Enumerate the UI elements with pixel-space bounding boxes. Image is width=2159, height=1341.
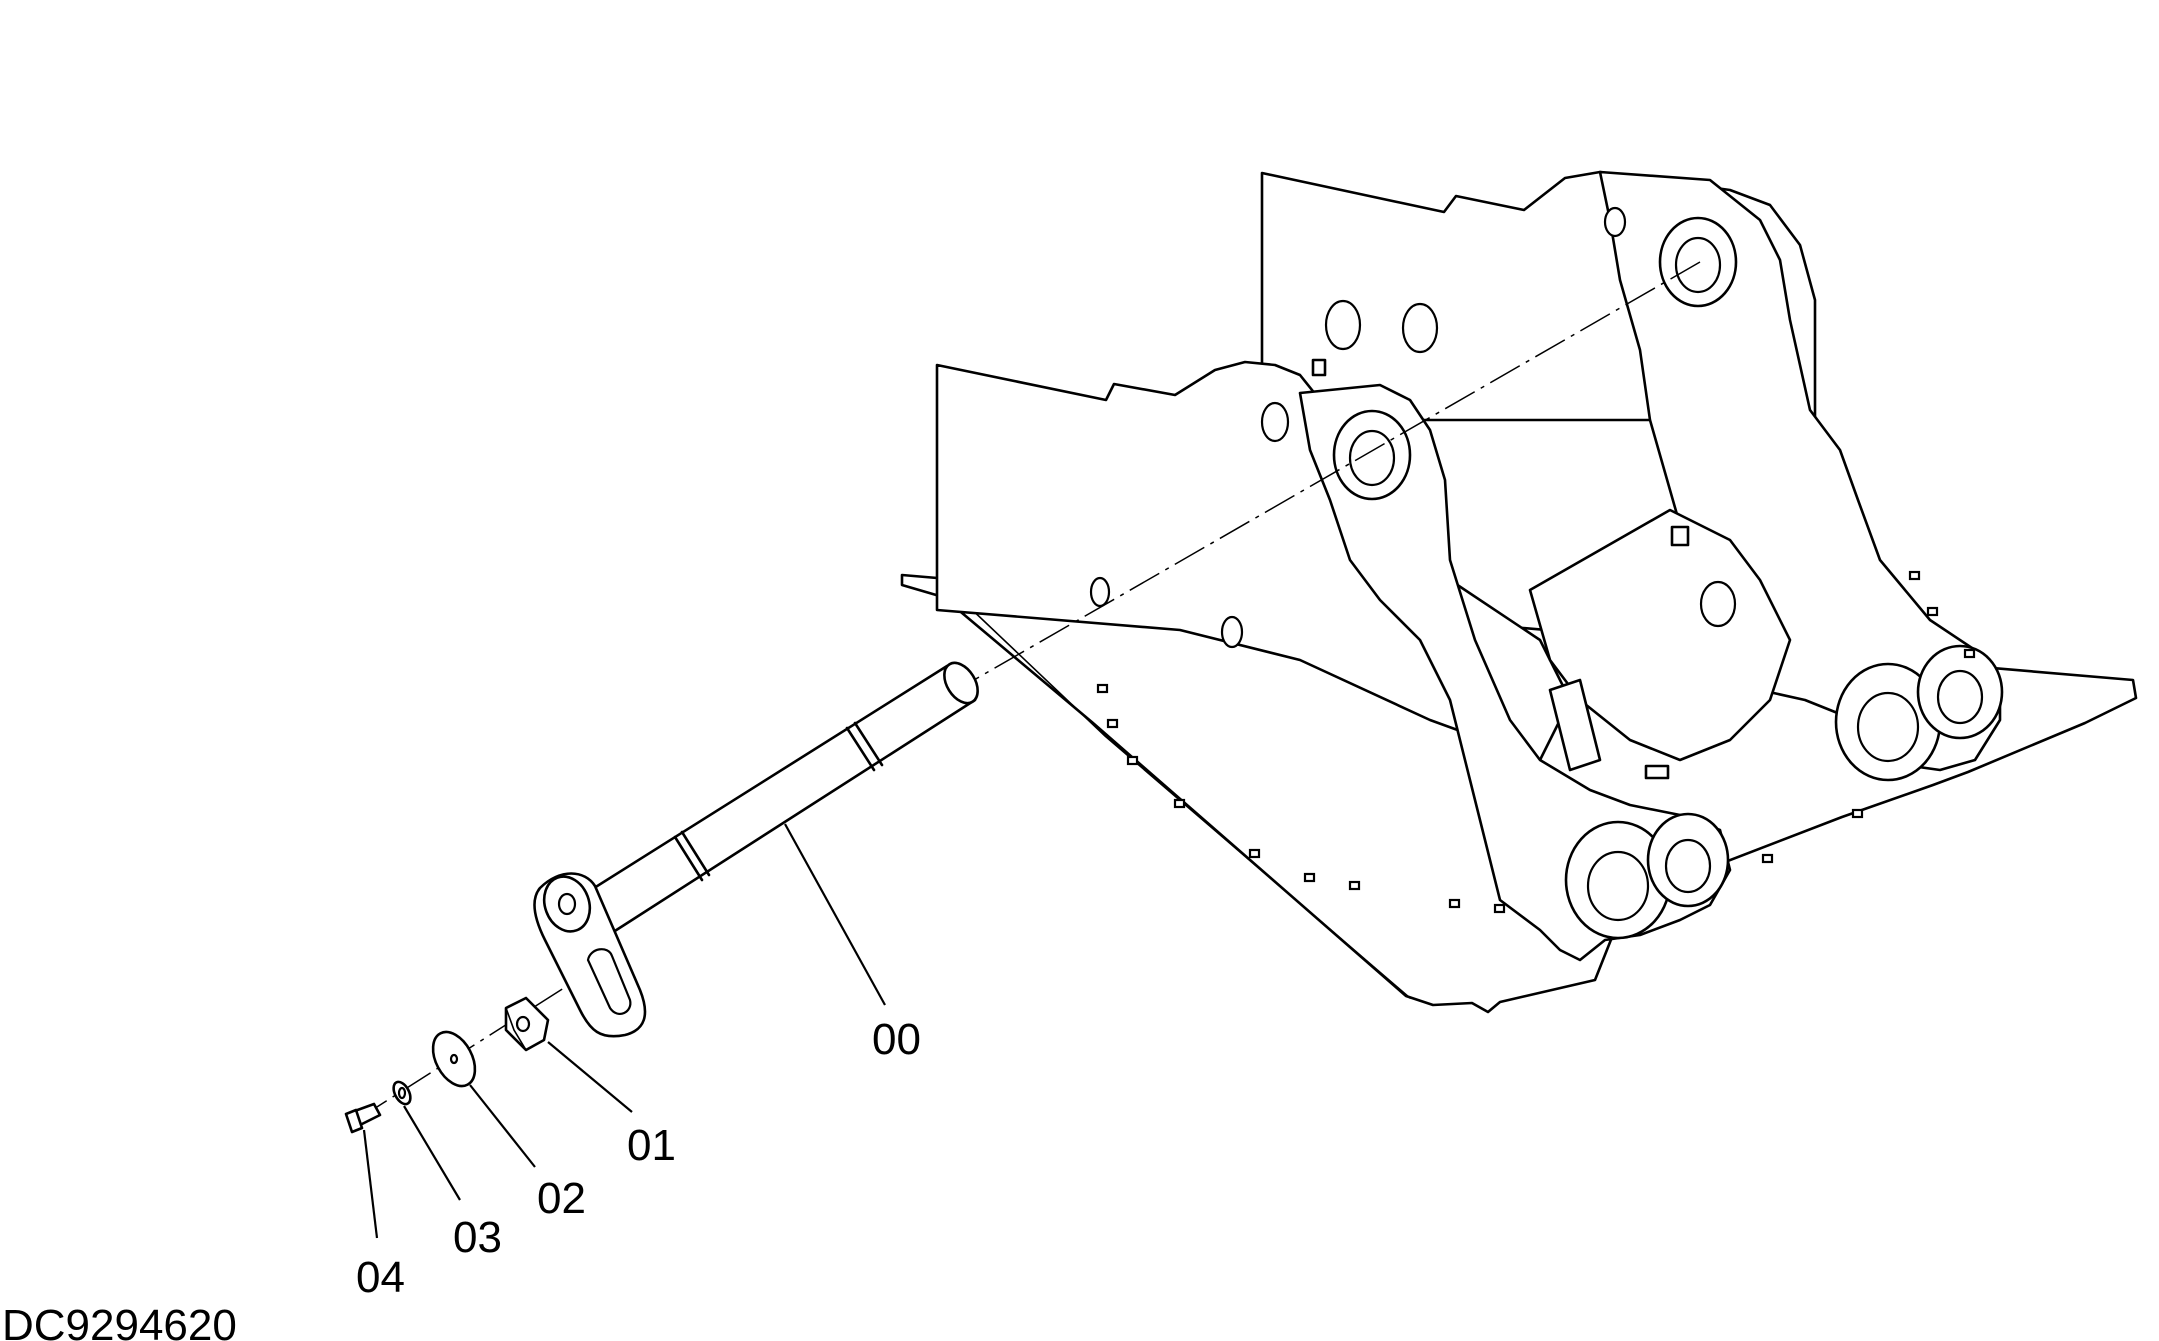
- frame-holes: [1089, 206, 1737, 649]
- front-lug-pair: [1564, 812, 1730, 940]
- leader-lines: [362, 823, 886, 1239]
- bolt-part: [344, 1102, 382, 1134]
- fastener-axis-line: [357, 964, 601, 1120]
- frame-tabs: [1311, 358, 1690, 780]
- drawing-code: DC9294620: [2, 1301, 237, 1341]
- front-frame-assembly: [357, 170, 2138, 1120]
- base-plate-edge: [964, 602, 1411, 999]
- washer-part: [431, 1030, 477, 1088]
- pin-center-line: [973, 261, 1701, 681]
- plate-part: [504, 996, 550, 1052]
- pin-head-slot: [586, 948, 632, 1015]
- callout-01: 01: [627, 1121, 676, 1170]
- callout-labels: 00 01 02 03 04: [356, 1015, 921, 1302]
- pin-boss-front: [1332, 409, 1412, 501]
- pin-part: [533, 661, 979, 1038]
- lock-washer-part: [392, 1080, 412, 1106]
- rear-side-plate: [1598, 170, 2002, 772]
- base-plate-bolt-holes: [1096, 570, 1976, 914]
- front-side-plate: [1298, 383, 1732, 962]
- pin-shaft: [573, 664, 977, 938]
- callout-03: 03: [453, 1213, 502, 1262]
- callout-04: 04: [356, 1253, 405, 1302]
- callout-00: 00: [872, 1015, 921, 1064]
- callout-02: 02: [537, 1174, 586, 1223]
- pin-boss-rear: [1658, 216, 1738, 308]
- rear-lug-pair: [1834, 644, 2004, 782]
